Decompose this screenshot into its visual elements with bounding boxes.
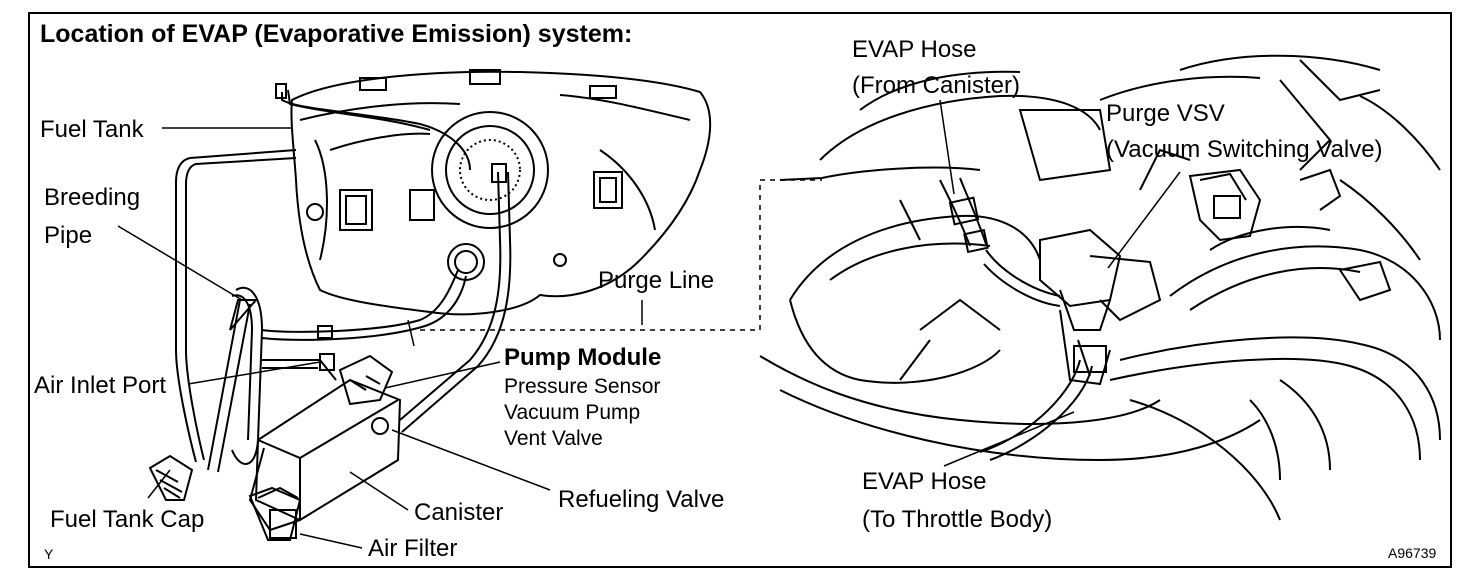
label-fuel-tank: Fuel Tank <box>40 116 144 143</box>
orientation-mark: Y <box>44 546 54 562</box>
label-air-filter: Air Filter <box>368 535 458 562</box>
figure-title: Location of EVAP (Evaporative Emission) … <box>40 20 633 48</box>
label-fuel-tank-cap: Fuel Tank Cap <box>50 506 205 533</box>
label-breeding-pipe-line1: Breeding <box>44 184 141 211</box>
label-purge-line: Purge Line <box>598 267 715 294</box>
fuel-tank-cap-drawing <box>148 454 194 501</box>
label-purge-vsv-line2: (Vacuum Switching Valve) <box>1106 136 1383 163</box>
label-evap-hose-from-line1: EVAP Hose <box>852 36 977 63</box>
label-vent-valve: Vent Valve <box>504 427 603 450</box>
leader-lines-left <box>117 127 643 549</box>
label-pressure-sensor: Pressure Sensor <box>504 375 661 398</box>
label-air-inlet-port: Air Inlet Port <box>34 372 167 399</box>
hose-lines <box>148 83 822 501</box>
label-evap-hose-from-line2: (From Canister) <box>852 72 1021 99</box>
fuel-tank-drawing <box>290 69 712 316</box>
figure-frame <box>28 12 1452 568</box>
label-vacuum-pump: Vacuum Pump <box>504 401 641 424</box>
label-refueling-valve: Refueling Valve <box>558 486 725 513</box>
label-canister: Canister <box>414 499 504 526</box>
label-purge-vsv-line1: Purge VSV <box>1106 100 1225 127</box>
label-breeding-pipe-line2: Pipe <box>44 222 93 249</box>
label-pump-module: Pump Module <box>504 344 662 371</box>
figure-id: A96739 <box>1388 545 1437 561</box>
engine-bay-drawing <box>759 54 1441 521</box>
label-evap-hose-to-line1: EVAP Hose <box>862 468 987 495</box>
canister-drawing <box>248 354 402 541</box>
leader-lines-right <box>939 99 1181 467</box>
label-evap-hose-to-line2: (To Throttle Body) <box>862 506 1053 533</box>
